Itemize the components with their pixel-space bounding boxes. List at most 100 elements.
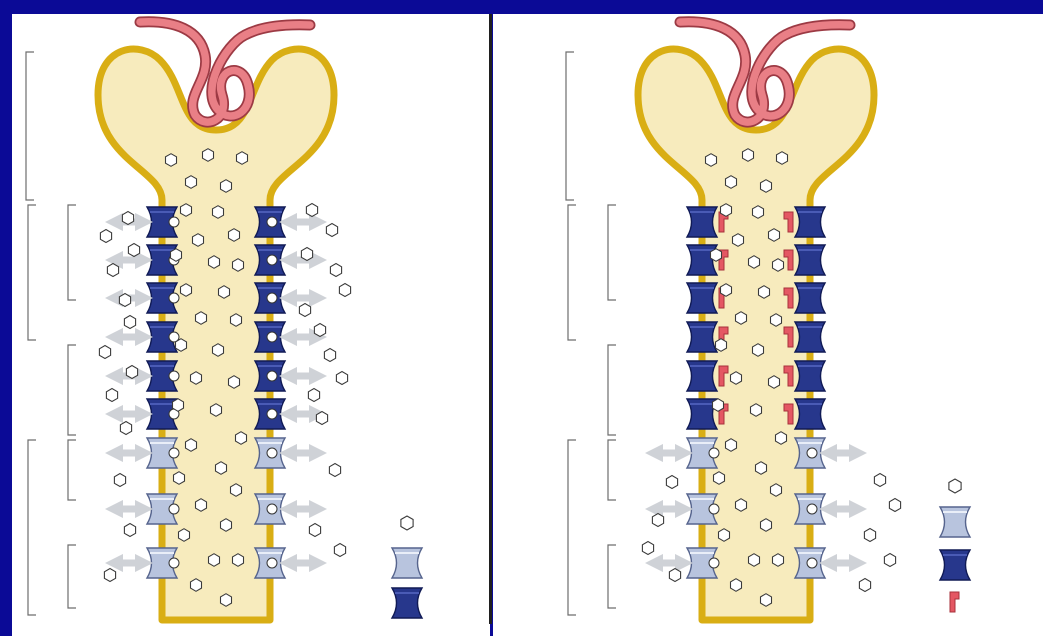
water-molecule-icon bbox=[756, 462, 767, 475]
region-brackets bbox=[566, 52, 616, 615]
water-molecule-icon bbox=[179, 529, 190, 542]
with-adh-art bbox=[566, 22, 970, 620]
water-molecule-icon bbox=[721, 204, 732, 217]
water-molecule-icon bbox=[652, 514, 663, 527]
legend bbox=[392, 516, 422, 618]
water-molecule-icon bbox=[716, 339, 727, 352]
region-bracket bbox=[68, 545, 76, 608]
water-molecule-icon bbox=[666, 476, 677, 489]
water-molecule-icon bbox=[330, 264, 341, 277]
water-molecule-icon bbox=[181, 284, 192, 297]
water-molecule-icon bbox=[186, 176, 197, 189]
water-molecule-icon bbox=[236, 432, 247, 445]
water-in-channel-icon bbox=[267, 448, 277, 458]
water-molecule-icon bbox=[769, 376, 780, 389]
water-in-channel-icon bbox=[709, 504, 719, 514]
region-bracket bbox=[608, 545, 616, 608]
water-molecule-icon bbox=[124, 316, 135, 329]
water-molecule-icon bbox=[221, 594, 232, 607]
water-molecule-icon bbox=[196, 312, 207, 325]
water-molecule-icon bbox=[771, 484, 782, 497]
tubule-outline bbox=[638, 49, 874, 620]
water-molecule-icon bbox=[233, 554, 244, 567]
region-bracket bbox=[608, 345, 616, 435]
water-molecule-icon bbox=[128, 244, 139, 257]
region-bracket bbox=[28, 440, 36, 615]
water-molecule-icon bbox=[176, 339, 187, 352]
water-molecule-icon bbox=[166, 154, 177, 167]
water-molecule-icon bbox=[736, 499, 747, 512]
water-in-channel-icon bbox=[267, 255, 277, 265]
water-molecule-icon bbox=[100, 230, 111, 243]
water-molecule-icon bbox=[761, 180, 772, 193]
water-molecule-icon bbox=[336, 372, 347, 385]
water-molecule-icon bbox=[106, 389, 117, 402]
region-bracket bbox=[608, 205, 616, 300]
water-in-channel-icon bbox=[267, 558, 277, 568]
water-molecule-icon bbox=[726, 439, 737, 452]
region-bracket bbox=[28, 205, 36, 340]
water-molecule-icon bbox=[186, 439, 197, 452]
region-bracket bbox=[566, 52, 574, 200]
water-in-channel-icon bbox=[169, 371, 179, 381]
water-molecule-icon bbox=[107, 264, 118, 277]
water-molecule-icon bbox=[191, 579, 202, 592]
water-molecule-icon bbox=[859, 579, 870, 592]
water-molecule-icon bbox=[753, 206, 764, 219]
water-molecule-icon bbox=[713, 399, 724, 412]
water-in-channel-icon bbox=[169, 504, 179, 514]
water-molecule-icon bbox=[126, 366, 137, 379]
water-molecule-icon bbox=[776, 432, 787, 445]
water-molecule-icon bbox=[733, 234, 744, 247]
adh-receptor-icon bbox=[950, 592, 959, 612]
water-molecule-icon bbox=[753, 344, 764, 357]
water-in-channel-icon bbox=[807, 504, 817, 514]
water-molecule-icon bbox=[99, 346, 110, 359]
water-molecule-icon bbox=[339, 284, 350, 297]
water-molecule-icon bbox=[191, 372, 202, 385]
water-molecule-icon bbox=[213, 344, 224, 357]
water-molecule-icon bbox=[301, 248, 312, 261]
water-molecule-icon bbox=[314, 324, 325, 337]
water-molecule-icon bbox=[171, 249, 182, 262]
water-molecule-icon bbox=[203, 149, 214, 162]
water-molecule-icon bbox=[316, 412, 327, 425]
water-molecule-icon bbox=[777, 152, 788, 165]
water-molecule-icon bbox=[669, 569, 680, 582]
water-molecule-icon bbox=[721, 284, 732, 297]
region-bracket bbox=[608, 440, 616, 500]
water-molecule-icon bbox=[773, 554, 784, 567]
water-in-channel-icon bbox=[709, 448, 719, 458]
water-molecule-icon bbox=[231, 484, 242, 497]
water-in-channel-icon bbox=[267, 504, 277, 514]
water-molecule-icon bbox=[216, 462, 227, 475]
water-molecule-icon bbox=[174, 472, 185, 485]
water-molecule-icon bbox=[761, 594, 772, 607]
water-in-channel-icon bbox=[169, 293, 179, 303]
water-molecule-icon bbox=[884, 554, 895, 567]
water-in-channel-icon bbox=[807, 448, 817, 458]
water-molecule-icon bbox=[209, 554, 220, 567]
water-molecule-icon bbox=[642, 542, 653, 555]
water-molecule-icon bbox=[213, 206, 224, 219]
water-molecule-icon bbox=[114, 474, 125, 487]
water-molecule-icon bbox=[324, 349, 335, 362]
water-molecule-icon bbox=[120, 422, 131, 435]
water-molecule-icon bbox=[193, 234, 204, 247]
water-molecule-icon bbox=[759, 286, 770, 299]
water-molecule-icon bbox=[329, 464, 340, 477]
water-molecule-icon bbox=[749, 256, 760, 269]
water-molecule-icon bbox=[736, 312, 747, 325]
water-molecule-icon bbox=[299, 304, 310, 317]
water-molecule-icon bbox=[229, 229, 240, 242]
water-molecule-icon bbox=[769, 229, 780, 242]
region-bracket bbox=[68, 440, 76, 500]
water-molecule-icon bbox=[219, 286, 230, 299]
water-in-channel-icon bbox=[267, 409, 277, 419]
region-brackets bbox=[26, 52, 76, 615]
water-molecule-icon bbox=[751, 404, 762, 417]
water-molecule-icon bbox=[326, 224, 337, 237]
region-bracket bbox=[68, 205, 76, 300]
